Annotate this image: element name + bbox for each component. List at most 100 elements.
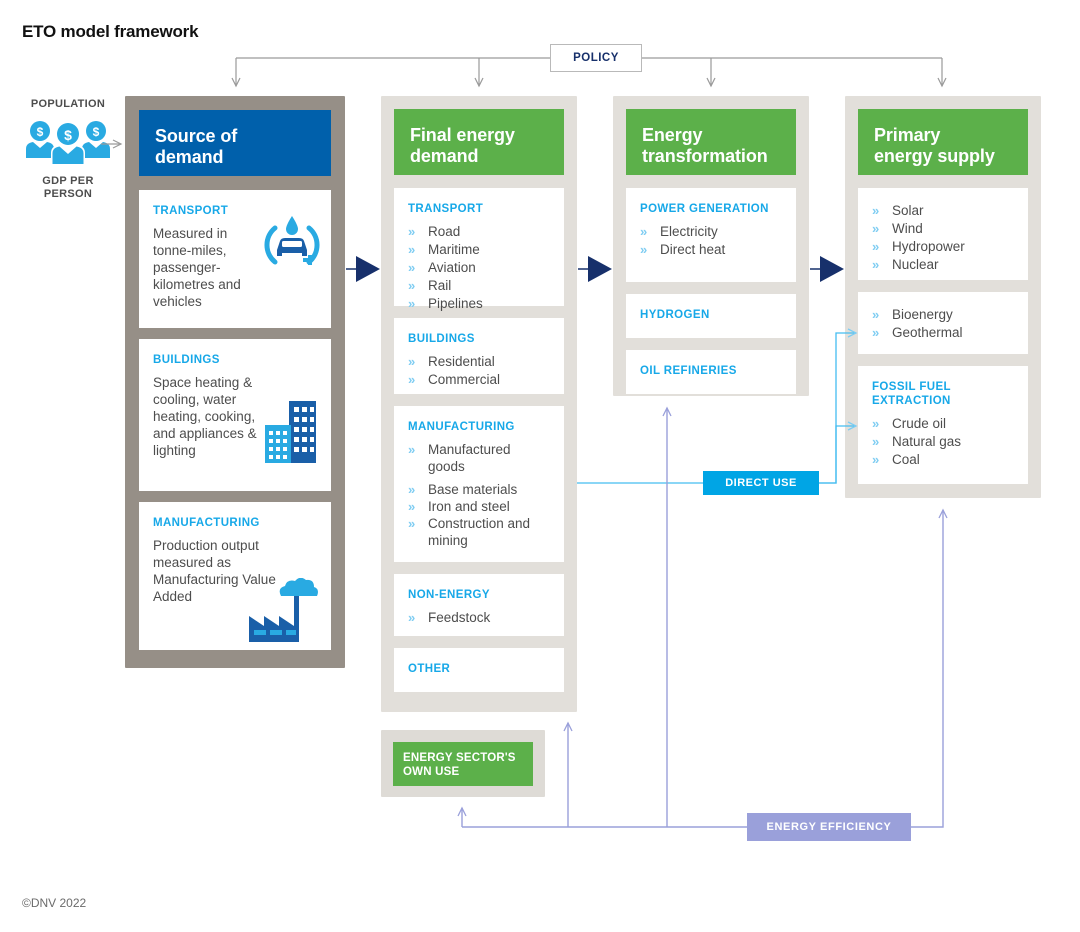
bullet-list: » Manufactured goods »Base materials » Iro… bbox=[408, 441, 550, 549]
list-item[interactable]: »Construction and mining bbox=[408, 515, 550, 549]
list-item[interactable]: »Direct heat bbox=[640, 241, 782, 258]
card-title-line1: FOSSIL FUEL bbox=[872, 381, 951, 393]
list-item[interactable]: »Hydropower bbox=[872, 238, 1014, 255]
item-label: Hydropower bbox=[892, 239, 965, 254]
card-title: TRANSPORT bbox=[408, 203, 484, 215]
chevron-right-icon: » bbox=[872, 221, 880, 236]
list-item[interactable]: » Commercial bbox=[408, 371, 550, 388]
chevron-right-icon: » bbox=[872, 416, 880, 431]
bullet-list: »Electricity »Direct heat bbox=[640, 223, 782, 258]
card-source-buildings[interactable]: BUILDINGS Space heating & cooling, water… bbox=[139, 339, 331, 491]
policy-box[interactable]: POLICY bbox=[550, 44, 642, 72]
chevron-right-icon: » bbox=[872, 434, 880, 449]
item-label: Maritime bbox=[428, 242, 480, 257]
card-et-power-generation[interactable]: POWER GENERATION »Electricity »Direct he… bbox=[626, 188, 796, 282]
chevron-right-icon: » bbox=[408, 482, 416, 497]
bullet-list: » Solar » Wind »Hydropower » Nuclear bbox=[872, 202, 1014, 273]
buildings-icon bbox=[261, 399, 323, 468]
card-fed-non-energy[interactable]: NON-ENERGY »Feedstock bbox=[394, 574, 564, 636]
bullet-list: » Bioenergy »Geothermal bbox=[872, 306, 1014, 341]
item-label: Geothermal bbox=[892, 325, 963, 340]
header-line1: Energy bbox=[642, 125, 703, 145]
item-label: Manufactured goods bbox=[428, 442, 511, 474]
list-item[interactable]: » Bioenergy bbox=[872, 306, 1014, 323]
item-label: Iron and steel bbox=[428, 499, 510, 514]
list-item[interactable]: » Maritime bbox=[408, 241, 550, 258]
item-label: Construction and mining bbox=[428, 516, 531, 548]
chevron-right-icon: » bbox=[408, 242, 416, 257]
list-item[interactable]: » Pipelines bbox=[408, 295, 550, 312]
list-item[interactable]: »Aviation bbox=[408, 259, 550, 276]
item-label: Pipelines bbox=[428, 296, 483, 311]
column-energy-transformation: Energy transformation POWER GENERATION »… bbox=[613, 96, 809, 396]
card-pes-fossil-fuel-extraction[interactable]: FOSSIL FUEL EXTRACTION »Crude oil »Natur… bbox=[858, 366, 1028, 484]
card-title: OTHER bbox=[408, 663, 451, 675]
card-title-line2: EXTRACTION bbox=[872, 395, 951, 407]
chevron-right-icon: » bbox=[408, 372, 416, 387]
list-item[interactable]: » Nuclear bbox=[872, 256, 1014, 273]
card-pes-renewables[interactable]: » Solar » Wind »Hydropower » Nuclear bbox=[858, 188, 1028, 280]
card-body: Space heating & cooling, water heating, … bbox=[153, 375, 257, 458]
chevron-right-icon: » bbox=[872, 307, 880, 322]
header-line2: demand bbox=[410, 146, 479, 166]
chevron-right-icon: » bbox=[408, 442, 416, 457]
chevron-right-icon: » bbox=[408, 610, 416, 625]
list-item[interactable]: »Rail bbox=[408, 277, 550, 294]
chevron-right-icon: » bbox=[872, 203, 880, 218]
card-fed-buildings[interactable]: BUILDINGS »Residential »Commercial bbox=[394, 318, 564, 394]
population-block: POPULATION $ $ $ GDP PER PERSON bbox=[14, 98, 122, 201]
card-pes-bio-geothermal[interactable]: » Bioenergy »Geothermal bbox=[858, 292, 1028, 354]
list-item[interactable]: »Natural gas bbox=[872, 433, 1014, 450]
card-source-manufacturing[interactable]: MANUFACTURING Production output measured… bbox=[139, 502, 331, 650]
card-title: MANUFACTURING bbox=[153, 517, 260, 529]
header-line2: transformation bbox=[642, 146, 768, 166]
direct-use-box[interactable]: DIRECT USE bbox=[703, 471, 819, 495]
list-item[interactable]: »Electricity bbox=[640, 223, 782, 240]
item-label: Aviation bbox=[428, 260, 476, 275]
gdp-label-line2: PERSON bbox=[43, 188, 93, 200]
card-body: Measured in tonne-miles, passenger-kilom… bbox=[153, 226, 241, 309]
chevron-right-icon: » bbox=[408, 224, 416, 239]
item-label: Commercial bbox=[428, 372, 501, 387]
chevron-right-icon: » bbox=[872, 257, 880, 272]
chevron-right-icon: » bbox=[640, 242, 648, 257]
card-source-transport[interactable]: TRANSPORT Measured in tonne-miles, passe… bbox=[139, 190, 331, 328]
list-item[interactable]: » Iron and steel bbox=[408, 498, 550, 515]
header-line2: demand bbox=[155, 147, 224, 167]
item-label: Solar bbox=[892, 203, 924, 218]
header-final-energy-demand: Final energy demand bbox=[394, 109, 564, 175]
copyright-notice: ©DNV 2022 bbox=[22, 896, 87, 910]
card-body: Production output measured as Manufactur… bbox=[153, 538, 276, 604]
item-label: Wind bbox=[892, 221, 923, 236]
list-item[interactable]: »Geothermal bbox=[872, 324, 1014, 341]
card-fed-other[interactable]: OTHER bbox=[394, 648, 564, 692]
column-source-of-demand: Source of demand TRANSPORT Measured in t… bbox=[125, 96, 345, 668]
energy-efficiency-box[interactable]: ENERGY EFFICIENCY bbox=[747, 813, 911, 841]
header-energy-transformation: Energy transformation bbox=[626, 109, 796, 175]
list-item[interactable]: » Wind bbox=[872, 220, 1014, 237]
card-fed-transport[interactable]: TRANSPORT »Road »Maritime »Aviation »Rai… bbox=[394, 188, 564, 311]
chevron-right-icon: » bbox=[408, 296, 416, 311]
card-title: MANUFACTURING bbox=[408, 421, 515, 433]
card-fed-manufacturing[interactable]: MANUFACTURING » Manufactured goods »Base … bbox=[394, 406, 564, 562]
list-item[interactable]: »Residential bbox=[408, 353, 550, 370]
card-et-oil-refineries[interactable]: OIL REFINERIES bbox=[626, 350, 796, 394]
list-item[interactable]: »Base materials bbox=[408, 481, 550, 498]
chevron-right-icon: » bbox=[872, 452, 880, 467]
column-primary-energy-supply: Primary energy supply »Solar »Wind »Hydr… bbox=[845, 96, 1041, 498]
chevron-right-icon: » bbox=[408, 499, 416, 514]
item-label: Nuclear bbox=[892, 257, 939, 272]
list-item[interactable]: »Crude oil bbox=[872, 415, 1014, 432]
list-item[interactable]: » Solar bbox=[872, 202, 1014, 219]
list-item[interactable]: »Feedstock bbox=[408, 609, 550, 626]
header-line1: Primary bbox=[874, 125, 941, 145]
item-label: Coal bbox=[892, 452, 920, 467]
list-item[interactable]: »Road bbox=[408, 223, 550, 240]
card-title: POWER GENERATION bbox=[640, 203, 769, 215]
list-item[interactable]: » Coal bbox=[872, 451, 1014, 468]
header-line2: OWN USE bbox=[403, 766, 460, 778]
list-item[interactable]: » Manufactured goods bbox=[408, 441, 550, 475]
item-label: Bioenergy bbox=[892, 307, 953, 322]
column-final-energy-demand: Final energy demand TRANSPORT »Road » Mar… bbox=[381, 96, 577, 712]
card-et-hydrogen[interactable]: HYDROGEN bbox=[626, 294, 796, 338]
